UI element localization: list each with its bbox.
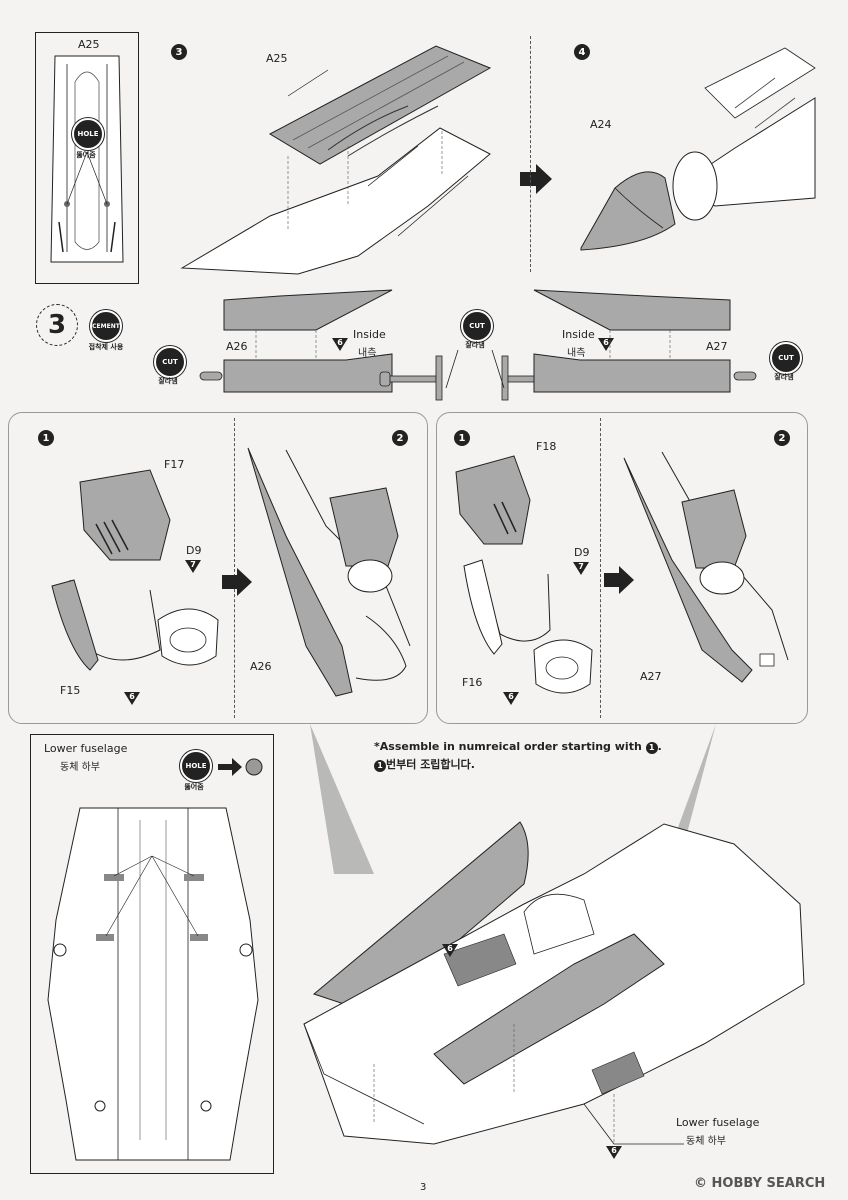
a26-panel-step-2: 2 [392,430,408,446]
inside-label-left: Inside [353,328,386,341]
inside-label-left-ko: 내측 [358,348,377,359]
cut-caption-left: 잘라냄 [158,377,178,385]
cut-badge-left: CUT [154,346,186,378]
step-3-a25-exploded-drawing [180,45,492,275]
part-label-a25: A25 [266,52,288,65]
marker-6-f15-label: 6 [129,692,135,701]
part-label-a26: A26 [226,340,248,353]
step-3-number: 3 [171,44,187,60]
sub-step-3-a27-drawing [533,289,757,393]
page-number: 3 [420,1182,427,1193]
marker-7-left [185,560,201,573]
marker-6-a27-label: 6 [603,338,609,347]
assembly-order-note: *Assemble in numreical order starting wi… [374,740,662,754]
watermark-brand: HOBBY SEARCH [711,1176,826,1191]
part-label-f15: F15 [60,684,81,697]
cut-caption-right: 잘라냄 [774,373,794,381]
step-arrow-a26-panel [222,568,252,596]
a25-hole-inset [35,32,139,284]
cement-caption: 접착제 사용 [88,343,124,351]
marker-6-f16-label: 6 [508,692,514,701]
step-arrow-3-to-4 [520,164,552,194]
part-label-a27-panel: A27 [640,670,662,683]
a26-assembled-drawing [247,447,411,697]
sub-step-3-digit: 3 [47,310,67,340]
hole-caption-lower: 뚫어줌 [184,783,204,791]
hole-badge-lower: HOLE [180,750,212,782]
step-4-nose-cone-drawing [580,47,816,251]
hole-arrow-icon [218,758,263,776]
part-label-d9-right: D9 [574,546,590,559]
a27-subassembly-panel [436,412,808,724]
a27-panel-step-1: 1 [454,430,470,446]
inside-label-right-ko: 내측 [567,348,586,359]
cut-badge-right: CUT [770,342,802,374]
f17-f15-d9-exploded-drawing [51,469,219,671]
part-label-a25-inset: A25 [78,38,100,51]
part-label-a24: A24 [590,118,612,131]
divider-step-3-4 [530,36,531,272]
cut-caption-center: 잘라냄 [465,341,485,349]
marker-6-main-left [442,944,458,957]
lower-fuselage-inset-title-ko: 동체 하부 [60,762,100,773]
sub-step-3-a26-drawing [199,289,393,393]
part-label-d9-left: D9 [186,544,202,557]
watermark: © HOBBY SEARCH [694,1176,825,1191]
assembly-order-note-text: *Assemble in numreical order starting wi… [374,740,642,753]
marker-6-f16 [503,692,519,705]
marker-6-f15 [124,692,140,705]
marker-7-right [573,562,589,575]
f18-f16-d9-exploded-drawing [455,455,593,694]
part-label-f16: F16 [462,676,483,689]
part-label-f18: F18 [536,440,557,453]
part-label-f17: F17 [164,458,185,471]
marker-7-right-label: 7 [578,562,584,571]
part-label-a26-panel: A26 [250,660,272,673]
marker-6-a26 [332,338,348,351]
lower-fuselage-plan-drawing [47,807,259,1161]
lower-fuselage-main-label-ko: 동체 하부 [686,1136,726,1147]
lower-fuselage-inset-title: Lower fuselage [44,742,128,755]
hole-badge-inset: HOLE [72,118,104,150]
marker-6-a26-label: 6 [337,338,343,347]
lower-fuselage-inset [30,734,274,1174]
cement-badge: CEMENT [90,310,122,342]
a27-assembled-drawing [623,451,789,683]
step-4-number: 4 [574,44,590,60]
step-arrow-a27-panel [604,566,634,594]
a26-panel-divider [234,418,235,718]
assembly-order-note-ko-num: 1 [374,760,386,772]
a25-underside-drawing [50,55,124,263]
cut-badge-center: CUT [461,310,493,342]
a26-subassembly-panel [8,412,428,724]
a27-panel-step-2: 2 [774,430,790,446]
hole-caption-inset: 뚫어줌 [76,151,96,159]
marker-7-left-label: 7 [190,560,196,569]
part-label-a27: A27 [706,340,728,353]
watermark-copyright: © [694,1176,707,1191]
marker-6-main-left-label: 6 [447,944,453,953]
lower-fuselage-main-label: Lower fuselage [676,1116,760,1129]
marker-6-main-right [606,1146,622,1159]
a26-panel-step-1: 1 [38,430,54,446]
inside-label-right: Inside [562,328,595,341]
assembly-order-note-ko-text: 번부터 조립합니다. [386,758,475,771]
main-exploded-fuselage-drawing [303,724,805,1145]
assembly-order-note-num: 1 [645,742,658,754]
a27-panel-divider [600,418,601,718]
assembly-order-note-period: . [657,740,662,753]
marker-6-main-right-label: 6 [611,1146,617,1155]
sub-step-3-number: 3 [36,304,78,346]
